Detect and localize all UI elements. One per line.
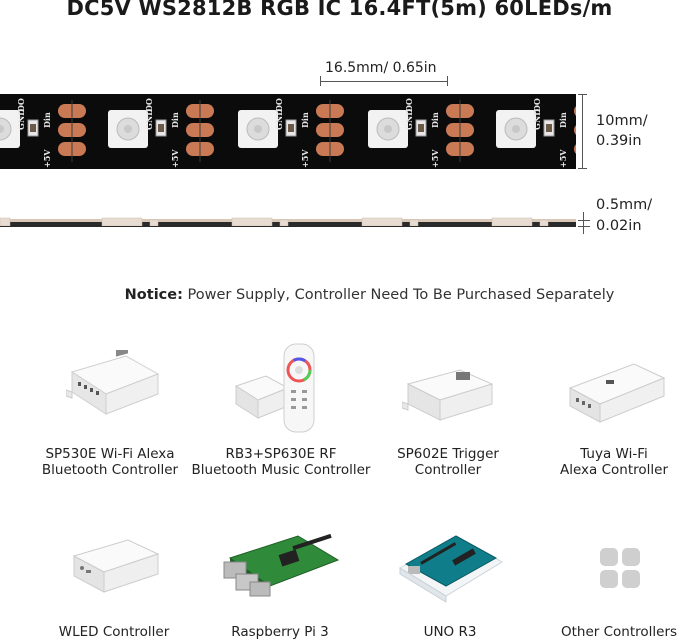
width-label-line2: 0.39in: [596, 133, 642, 149]
solder-pad: [574, 123, 602, 137]
controller-label-tuya-line2: Alexa Controller: [559, 462, 668, 478]
led-die: [0, 125, 4, 133]
label-do: DO: [274, 98, 284, 112]
controller-label-rb3-line2: Bluetooth Music Controller: [191, 462, 371, 478]
rb3-sp630e-image: [232, 342, 322, 434]
led-strip-graphic: +5VDinDOGND+5VDinDOGND+5VDinDOGND+5VDinD…: [0, 98, 602, 168]
uno-r3-image: [396, 522, 504, 608]
sp530e-image: [65, 345, 160, 420]
wled-image: [68, 536, 160, 598]
label-5v: +5V: [558, 149, 568, 168]
label-do: DO: [532, 98, 542, 112]
label-gnd: GND: [532, 109, 542, 130]
grid-icon: [600, 548, 640, 588]
solder-pad: [574, 142, 602, 156]
tuya-image: [566, 358, 666, 430]
label-5v: +5V: [42, 149, 52, 168]
label-din: Din: [300, 112, 310, 128]
label-5v: +5V: [430, 149, 440, 168]
label-gnd: GND: [16, 109, 26, 130]
label-do: DO: [144, 98, 154, 112]
notice-prefix: Notice:: [124, 287, 183, 303]
capacitor-body: [418, 124, 424, 132]
controller-label-sp530e-line2: Bluetooth Controller: [41, 462, 179, 478]
controller-label-other: Other Controllers: [560, 624, 678, 640]
raspberry-pi-image: [222, 530, 342, 606]
label-din: Din: [558, 112, 568, 128]
pitch-dimension-line: [320, 81, 448, 82]
label-gnd: GND: [144, 109, 154, 130]
width-label-line1: 10mm/: [596, 113, 648, 129]
capacitor-body: [158, 124, 164, 132]
controller-label-raspberry-pi: Raspberry Pi 3: [231, 624, 329, 640]
pitch-tick-left: [320, 76, 321, 86]
label-din: Din: [42, 112, 52, 128]
capacitor-body: [546, 124, 552, 132]
controller-label-tuya-line1: Tuya Wi-Fi: [580, 446, 648, 462]
width-dimension-line: [582, 94, 583, 169]
led-die: [384, 125, 392, 133]
sp602e-image: [401, 366, 494, 426]
led-die: [124, 125, 132, 133]
controller-label-rb3-line1: RB3+SP630E RF: [225, 446, 337, 462]
label-do: DO: [16, 98, 26, 112]
label-5v: +5V: [170, 149, 180, 168]
controller-label-uno-r3: UNO R3: [423, 624, 477, 640]
width-tick-bottom: [578, 168, 587, 169]
thickness-label-line2: 0.02in: [596, 218, 642, 234]
led-die: [254, 125, 262, 133]
led-die: [512, 125, 520, 133]
label-gnd: GND: [404, 109, 414, 130]
label-do: DO: [404, 98, 414, 112]
pitch-dimension-label: 16.5mm/ 0.65in: [325, 60, 437, 76]
capacitor-body: [288, 124, 294, 132]
thickness-tick-top: [578, 220, 590, 221]
solder-pad: [574, 104, 602, 118]
thickness-dimension-line: [583, 212, 584, 234]
controller-label-sp530e-line1: SP530E Wi-Fi Alexa: [45, 446, 175, 462]
label-gnd: GND: [274, 109, 284, 130]
led-lens: [0, 117, 12, 141]
width-tick-top: [578, 94, 587, 95]
pitch-tick-right: [447, 76, 448, 86]
notice-body: Power Supply, Controller Need To Be Purc…: [182, 287, 615, 303]
capacitor-body: [30, 124, 36, 132]
side-components: [0, 211, 576, 227]
controller-label-wled: WLED Controller: [58, 624, 170, 640]
controller-label-sp602e-line2: Controller: [414, 462, 482, 478]
label-din: Din: [430, 112, 440, 128]
label-5v: +5V: [300, 149, 310, 168]
controller-label-sp602e-line1: SP602E Trigger: [397, 446, 499, 462]
notice-text: Notice: Power Supply, Controller Need To…: [0, 287, 679, 303]
product-title: DC5V WS2812B RGB IC 16.4FT(5m) 60LEDs/m: [66, 0, 613, 20]
thickness-label-line1: 0.5mm/: [596, 197, 653, 213]
thickness-tick-bottom: [578, 226, 590, 227]
label-din: Din: [170, 112, 180, 128]
